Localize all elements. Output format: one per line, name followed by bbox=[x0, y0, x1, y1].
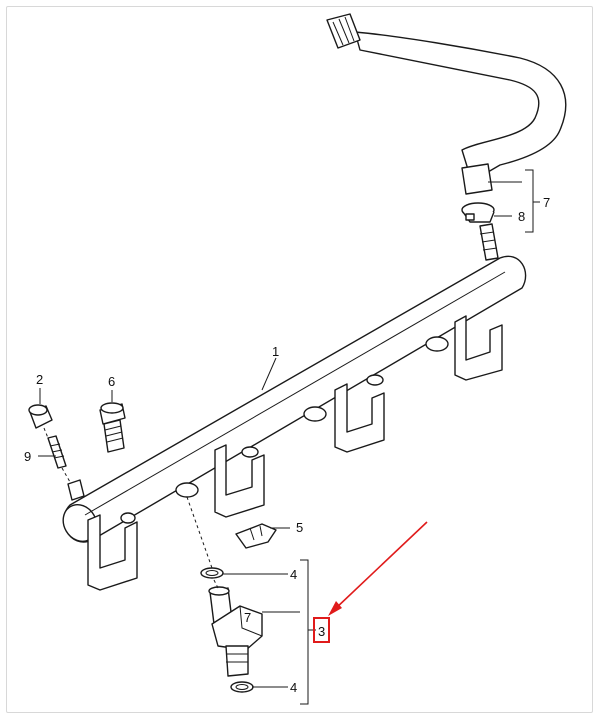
fuel-injector[interactable]: 7 bbox=[208, 586, 263, 677]
label-seal-bottom: 4 bbox=[290, 680, 297, 695]
highlight-arrow-shaft bbox=[333, 521, 428, 611]
label-bolt: 6 bbox=[108, 374, 115, 389]
highlight-annotation bbox=[313, 521, 428, 643]
diagram-frame bbox=[6, 6, 593, 713]
leader-lines bbox=[38, 169, 540, 705]
label-hose-assembly: 7 bbox=[543, 195, 550, 210]
mounting-bolt[interactable] bbox=[99, 402, 126, 453]
label-cap: 2 bbox=[36, 372, 43, 387]
o-ring-bottom[interactable] bbox=[230, 681, 254, 693]
label-clip: 5 bbox=[296, 520, 303, 535]
hose-clamp[interactable] bbox=[461, 202, 495, 223]
injector-clip[interactable] bbox=[235, 523, 277, 549]
valve-cap[interactable] bbox=[28, 404, 53, 429]
label-rail: 1 bbox=[272, 344, 279, 359]
rail-bracket-1 bbox=[87, 514, 138, 591]
fuel-hose[interactable] bbox=[326, 13, 567, 195]
highlight-box bbox=[313, 617, 330, 643]
injector-cups bbox=[120, 336, 449, 524]
highlight-arrow-head bbox=[328, 601, 342, 616]
schrader-valve[interactable] bbox=[47, 435, 67, 469]
rail-bracket-4 bbox=[454, 315, 503, 381]
rail-valve-port bbox=[67, 479, 85, 501]
label-injector: 3 bbox=[318, 624, 325, 639]
callout-labels: 1 2 6 9 5 4 3 4 8 7 bbox=[24, 195, 550, 695]
label-seal-top: 4 bbox=[290, 567, 297, 582]
label-valve: 9 bbox=[24, 449, 31, 464]
svg-text:7: 7 bbox=[244, 610, 251, 625]
label-hose-clamp: 8 bbox=[518, 209, 525, 224]
rail-bracket-3 bbox=[334, 383, 385, 453]
fuel-rail[interactable] bbox=[57, 255, 527, 547]
o-ring-top[interactable] bbox=[200, 567, 224, 579]
rail-nipple bbox=[479, 223, 499, 261]
rail-bracket-2 bbox=[214, 444, 265, 518]
